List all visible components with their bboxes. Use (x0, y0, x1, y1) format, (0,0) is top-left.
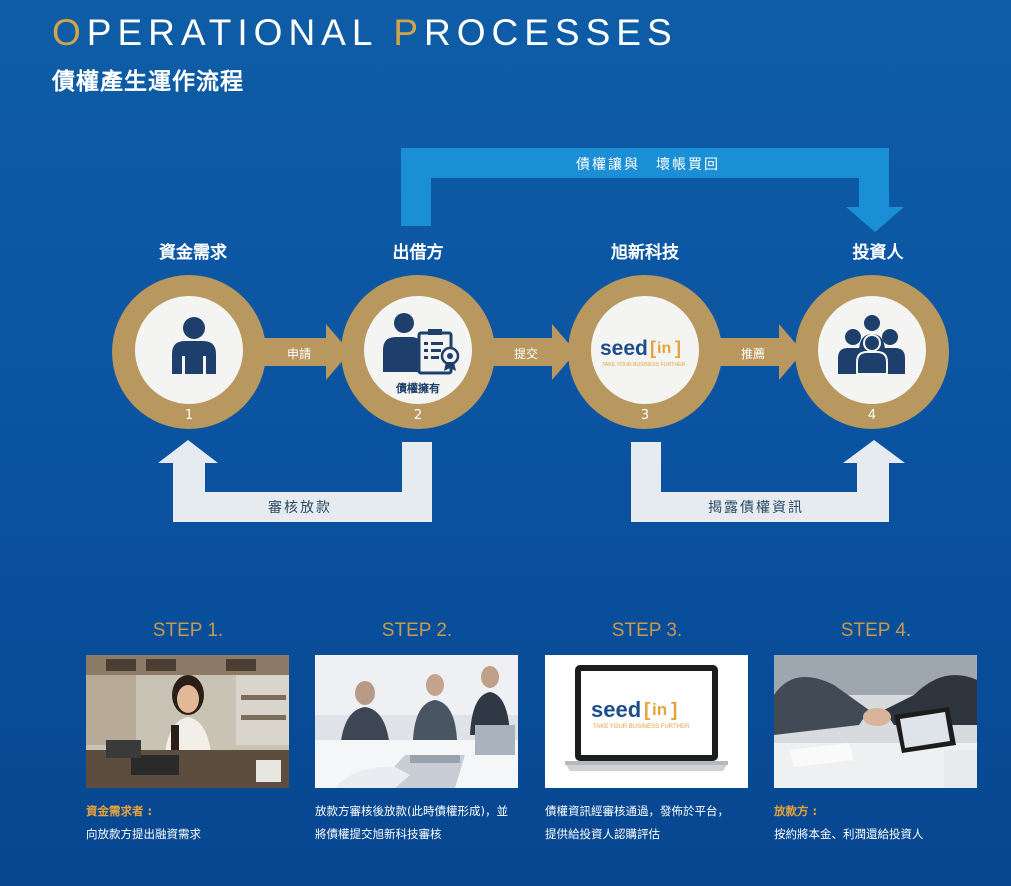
seedin-logo-tagline: TAKE YOUR BUSINESS FURTHER (602, 362, 686, 368)
node-label-3: 旭新科技 (611, 243, 679, 263)
edge-label-apply: 申請 (287, 347, 312, 361)
node-2-caption: 債權擁有 (395, 381, 440, 395)
seedin-logo-main: seed (600, 337, 648, 360)
page-title: OPERATIONAL PROCESSES (52, 12, 678, 53)
arrow-apply (260, 324, 350, 380)
seedin-logo-bracket: in (657, 340, 671, 357)
step-desc-4-highlight: 放款方 (774, 804, 809, 818)
node-label-2: 出借方 (392, 243, 444, 263)
arrow-submit (488, 324, 576, 380)
investor-group-icon (838, 315, 905, 375)
node-number-3: 3 (640, 408, 650, 423)
edge-label-submit: 提交 (514, 347, 539, 361)
bottom-left-loop-arrow (158, 440, 432, 522)
step-desc-3: 債權資訊經審核通過，發佈於平台，提供給投資人認購評估 (545, 804, 729, 841)
bottom-right-loop-arrow (631, 440, 905, 522)
step-desc-1-highlight: 資金需求者 (86, 804, 144, 818)
node-number-4: 4 (867, 408, 877, 423)
meeting-photo (315, 655, 518, 788)
node-circle-3 (568, 275, 722, 429)
cashier-photo (86, 655, 289, 788)
laptop-logo-bracket: in (652, 700, 667, 719)
step-desc-1: 資金需求者 :向放款方提出融資需求 (86, 804, 201, 841)
person-icon (172, 317, 216, 374)
top-loop-arrow (401, 148, 904, 232)
svg-text:]: ] (671, 700, 677, 721)
laptop-logo-main: seed (591, 697, 641, 722)
svg-text:[: [ (644, 700, 651, 721)
node-label-4: 投資人 (852, 243, 904, 263)
node-label-1: 資金需求 (159, 243, 227, 263)
svg-text:]: ] (675, 338, 681, 358)
step-title-3: STEP 3. (611, 620, 683, 641)
step-desc-4: 放款方 :按約將本金、利潤還給投資人 (774, 804, 924, 841)
page-subtitle: 債權產生運作流程 (52, 69, 244, 95)
step-title-2: STEP 2. (381, 620, 453, 641)
edge-label-recommend: 推薦 (741, 347, 766, 361)
node-number-1: 1 (184, 408, 194, 423)
arrow-recommend (715, 324, 803, 380)
seedin-logo: seed [ in ] TAKE YOUR BUSINESS FURTHER (600, 337, 686, 368)
process-flow-diagram: seed [ in ] TAKE YOUR BUSINESS FURTHER 債… (112, 148, 949, 522)
step-title-4: STEP 4. (840, 620, 912, 641)
handshake-photo (774, 655, 977, 788)
laptop-photo: seed [ in ] TAKE YOUR BUSINESS FURTHER (545, 655, 748, 788)
lender-certificate-icon (383, 313, 460, 375)
step-desc-2: 放款方審核後放款(此時債權形成)，並將債權提交旭新科技審核 (315, 804, 508, 841)
node-number-2: 2 (413, 408, 423, 423)
loop-label-top: 債權讓與 壞帳買回 (576, 157, 720, 173)
loop-label-bottom-left: 審核放款 (268, 500, 332, 516)
loop-label-bottom-right: 揭露債權資訊 (708, 500, 804, 516)
svg-text:[: [ (650, 338, 656, 358)
step-title-1: STEP 1. (152, 620, 224, 641)
laptop-logo-tagline: TAKE YOUR BUSINESS FURTHER (593, 724, 690, 730)
